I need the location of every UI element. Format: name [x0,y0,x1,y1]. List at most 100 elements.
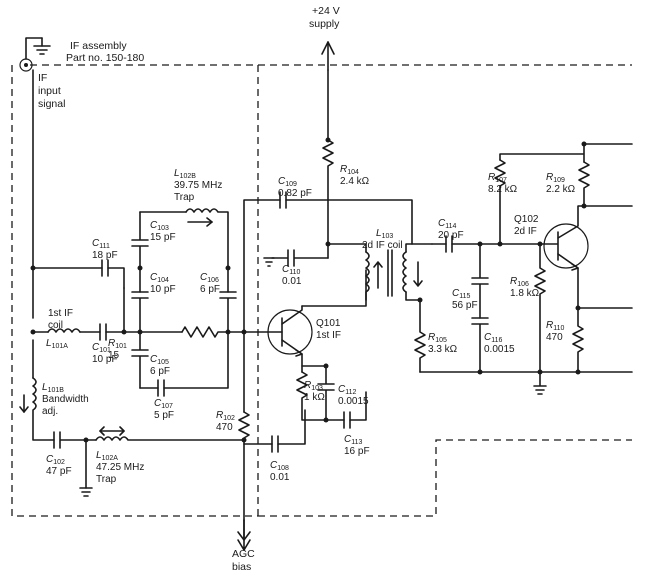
component-ref-4: C106 [200,272,219,284]
component-ref-25-sub: 110 [553,325,564,332]
inductor-ref-3: L102A [96,450,118,462]
inductor-ref-2-sub: 101B [48,387,65,394]
component-ref-1: C111 [92,238,110,250]
component-value-22: 1.8 kΩ [510,288,540,299]
component-ref-21-sub: 105 [435,337,447,344]
component-ref-9-sub: 109 [285,181,297,188]
supply-label-1: +24 V [312,5,340,17]
component-ref-2: C103 [150,220,169,232]
component-value-12: 16 pF [344,446,370,457]
input-network [19,69,269,497]
component-value-16: 0.0015 [484,344,515,355]
inductor-desc-3-1: 47.25 MHz [96,462,144,473]
component-value-11: 0.0015 [338,396,369,407]
component-value-24: 2.2 kΩ [546,184,576,195]
component-ref-16-letter: C [484,332,492,343]
component-ref-4-letter: C [200,272,208,283]
component-ref-16: C116 [484,332,503,344]
component-ref-8: C102 [46,454,65,466]
component-ref-23: R107 [488,172,507,184]
transistor-role-1: 1st IF [316,330,341,341]
component-ref-3-letter: C [150,272,158,283]
component-ref-17-sub: 101 [115,343,127,350]
component-ref-14-letter: C [438,218,446,229]
inductor-ref-3-letter: L [96,450,102,461]
component-ref-5-letter: C [92,342,100,353]
component-ref-19-letter: R [304,380,311,391]
component-value-17: 15 [108,350,120,361]
component-ref-7: C107 [154,398,173,410]
component-ref-2-letter: C [150,220,158,231]
labels: +24 V supply IF assembly Part no. 150-18… [38,5,340,573]
component-ref-18: R102 [216,410,235,422]
junction-dots [30,137,587,443]
inductor-ref-5: L103 [376,228,393,240]
inductor-ref-4: L102B [174,168,196,180]
component-ref-23-sub: 107 [495,177,507,184]
inductor-ref-2-letter: L [42,382,48,393]
component-ref-24: R109 [546,172,565,184]
component-value-9: 0.82 pF [278,188,312,199]
component-ref-17: R101 [108,338,127,350]
component-ref-4-sub: 106 [207,277,219,284]
component-ref-18-sub: 102 [223,415,235,422]
supply-label-2: supply [309,18,340,30]
component-value-6: 6 pF [150,366,170,377]
component-value-21: 3.3 kΩ [428,344,458,355]
component-value-15: 56 pF [452,300,478,311]
component-ref-11-letter: C [338,384,346,395]
component-ref-9: C109 [278,176,297,188]
component-ref-5: C101 [92,342,111,354]
component-ref-22-sub: 106 [517,281,529,288]
component-value-4: 6 pF [200,284,220,295]
inductor-desc-2-1: Bandwidth [42,394,89,405]
inductor-desc-1-2: coil [48,320,63,331]
component-ref-22: R106 [510,276,529,288]
component-ref-17-letter: R [108,338,115,349]
component-value-13: 0.01 [270,472,290,483]
component-value-20: 2.4 kΩ [340,176,370,187]
component-ref-7-sub: 107 [161,403,173,410]
inductor-ref-4-sub: 102B [180,173,197,180]
component-value-8: 47 pF [46,466,72,477]
component-value-3: 10 pF [150,284,176,295]
transistor-role-2: 2d IF [514,226,537,237]
component-ref-18-letter: R [216,410,223,421]
inductor-ref-5-sub: 103 [382,233,394,240]
if-input-2: input [38,85,61,97]
component-ref-24-letter: R [546,172,553,183]
component-ref-11: C112 [338,384,357,396]
component-ref-25-letter: R [546,320,553,331]
component-ref-15-sub: 115 [459,293,470,300]
inductor-desc-1-1: 1st IF [48,308,73,319]
component-value-18: 470 [216,422,233,433]
transistor-ref-1: Q101 [316,318,341,329]
component-value-14: 20 pF [438,230,464,241]
component-ref-24-sub: 109 [553,177,565,184]
inductor-ref-4-letter: L [174,168,180,179]
component-ref-20-letter: R [340,164,347,175]
component-ref-16-sub: 116 [491,337,502,344]
component-value-2: 15 pF [150,232,176,243]
component-ref-20-sub: 104 [347,169,359,176]
q101-stage [237,249,367,541]
component-ref-19-sub: 103 [311,385,323,392]
component-ref-21-letter: R [428,332,435,343]
component-ref-14: C114 [438,218,457,230]
component-value-19: 1 kΩ [304,392,325,403]
inductor-desc-4-1: 39.75 MHz [174,180,222,191]
if-assembly-title: IF assembly [70,40,127,52]
component-ref-6: C105 [150,354,169,366]
component-ref-13: C108 [270,460,289,472]
component-ref-14-sub: 114 [445,223,456,230]
component-value-23: 8.2 kΩ [488,184,518,195]
inductor-desc-2-2: adj. [42,406,58,417]
inductor-desc-3-2: Trap [96,474,117,485]
input-connector [19,37,51,72]
component-ref-5-sub: 101 [99,347,111,354]
